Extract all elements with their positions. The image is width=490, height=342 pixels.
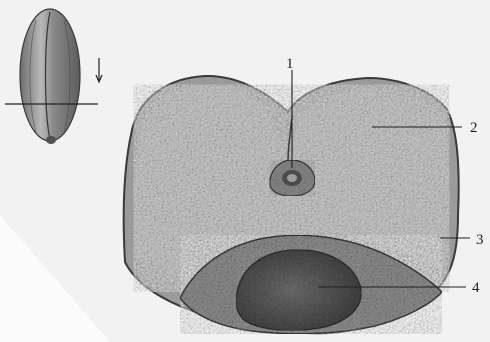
background-highlight xyxy=(0,215,110,342)
cross-section xyxy=(124,76,459,334)
label-2: 2 xyxy=(470,120,478,136)
label-1: 1 xyxy=(286,56,294,72)
label-4: 4 xyxy=(472,280,480,296)
label-3: 3 xyxy=(476,232,484,248)
down-arrow-icon xyxy=(96,58,102,82)
seed-icon xyxy=(20,9,80,144)
